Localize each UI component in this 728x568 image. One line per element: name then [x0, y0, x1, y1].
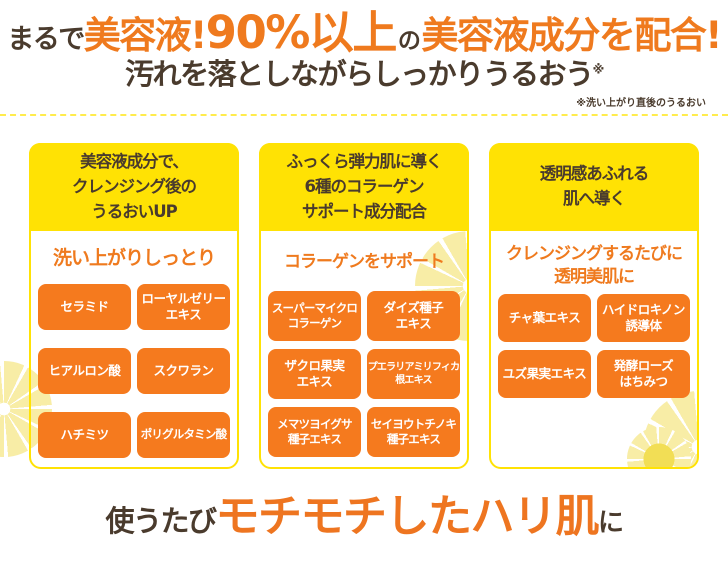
hero-title-part-4: の — [397, 28, 421, 54]
card-moisture-body: 洗い上がりしっとり セラミド ローヤルゼリー エキス ヒアルロン酸 スクワラン … — [29, 246, 239, 458]
hero-title-part-1: まるで — [7, 24, 85, 55]
tagline-part-2: モチモチしたハリ肌 — [215, 491, 600, 543]
ingredient-grid: チャ葉エキス ハイドロキノン 誘導体 ユズ果実エキス 発酵ローズ はちみつ — [498, 294, 690, 399]
card-collagen: ふっくら弾力肌に導く 6種のコラーゲン サポート成分配合 コラーゲンをサポート … — [259, 143, 469, 470]
ingredient-tag: ユズ果実エキス — [498, 350, 591, 399]
card-clarity-body: クレンジングするたびに 透明美肌に チャ葉エキス ハイドロキノン 誘導体 ユズ果… — [489, 243, 699, 399]
card-moisture: 美容液成分で、 クレンジング後の うるおいUP 洗い上がりしっとり セラミド ロ… — [0, 143, 239, 470]
ingredient-grid: セラミド ローヤルゼリー エキス ヒアルロン酸 スクワラン ハチミツ ポリグルタ… — [38, 283, 230, 458]
ingredient-tag: ハイドロキノン 誘導体 — [597, 294, 690, 343]
ingredient-tag: プエラリアミリフィカ 根エキス — [367, 349, 460, 400]
ingredient-tag: スーパーマイクロ コラーゲン — [268, 291, 361, 342]
tagline-part-1: 使うたび — [105, 504, 217, 539]
card-moisture-header: 美容液成分で、 クレンジング後の うるおいUP — [29, 143, 239, 232]
ingredient-tag: セラミド — [38, 283, 131, 330]
ingredient-tag: スクワラン — [137, 347, 230, 394]
ingredient-tag: ハチミツ — [38, 411, 131, 458]
bottom-tagline: 使うたび モチモチしたハリ肌 に — [0, 495, 728, 539]
card-collagen-header: ふっくら弾力肌に導く 6種のコラーゲン サポート成分配合 — [259, 143, 469, 232]
ingredient-tag: メマツヨイグサ 種子エキス — [268, 407, 361, 458]
benefit-cards: 美容液成分で、 クレンジング後の うるおいUP 洗い上がりしっとり セラミド ロ… — [0, 143, 728, 470]
card-collagen-body: コラーゲンをサポート スーパーマイクロ コラーゲン ダイズ種子 エキス ザクロ果… — [259, 251, 469, 458]
ingredient-tag: ダイズ種子 エキス — [367, 291, 460, 342]
card-moisture-subheader: 洗い上がりしっとり — [52, 247, 216, 270]
card-clarity: 透明感あふれる 肌へ導く クレンジングするたびに 透明美肌に チャ葉エキス ハイ… — [489, 143, 699, 470]
card-clarity-header: 透明感あふれる 肌へ導く — [489, 143, 699, 232]
hero-title-part-5: 美容液成分を配合! — [421, 14, 722, 57]
hero-title-part-3: 90%以上 — [205, 6, 398, 59]
card-clarity-subheader: クレンジングするたびに 透明美肌に — [506, 244, 683, 288]
footnote: ※洗い上がり直後のうるおい — [576, 98, 706, 110]
ingredient-tag: ヒアルロン酸 — [38, 347, 131, 394]
card-collagen-subheader: コラーゲンをサポート — [284, 252, 445, 273]
ingredient-tag: セイヨウトチノキ 種子エキス — [367, 407, 460, 458]
ingredient-grid: スーパーマイクロ コラーゲン ダイズ種子 エキス ザクロ果実 エキス プエラリア… — [268, 291, 460, 458]
ingredient-tag: ザクロ果実 エキス — [268, 349, 361, 400]
decoration-layer — [491, 145, 697, 468]
hero-title: まるで 美容液! 90%以上 の 美容液成分を配合! — [0, 6, 728, 59]
ingredient-tag: ポリグルタミン酸 — [137, 411, 230, 458]
ingredient-tag: チャ葉エキス — [498, 294, 591, 343]
hero-section: まるで 美容液! 90%以上 の 美容液成分を配合! 汚れを落としながらしっかり… — [0, 0, 728, 117]
hero-subtitle-text: 汚れを落としながらしっかりうるおう — [125, 57, 594, 92]
yellow-divider — [0, 114, 728, 117]
ingredient-tag: ローヤルゼリー エキス — [137, 283, 230, 330]
tagline-part-3: に — [598, 508, 624, 539]
ingredient-tag: 発酵ローズ はちみつ — [597, 350, 690, 399]
footnote-mark: ※ — [592, 62, 605, 77]
hero-title-part-2: 美容液! — [83, 14, 207, 57]
hero-subtitle: 汚れを落としながらしっかりうるおう※ — [0, 57, 728, 92]
